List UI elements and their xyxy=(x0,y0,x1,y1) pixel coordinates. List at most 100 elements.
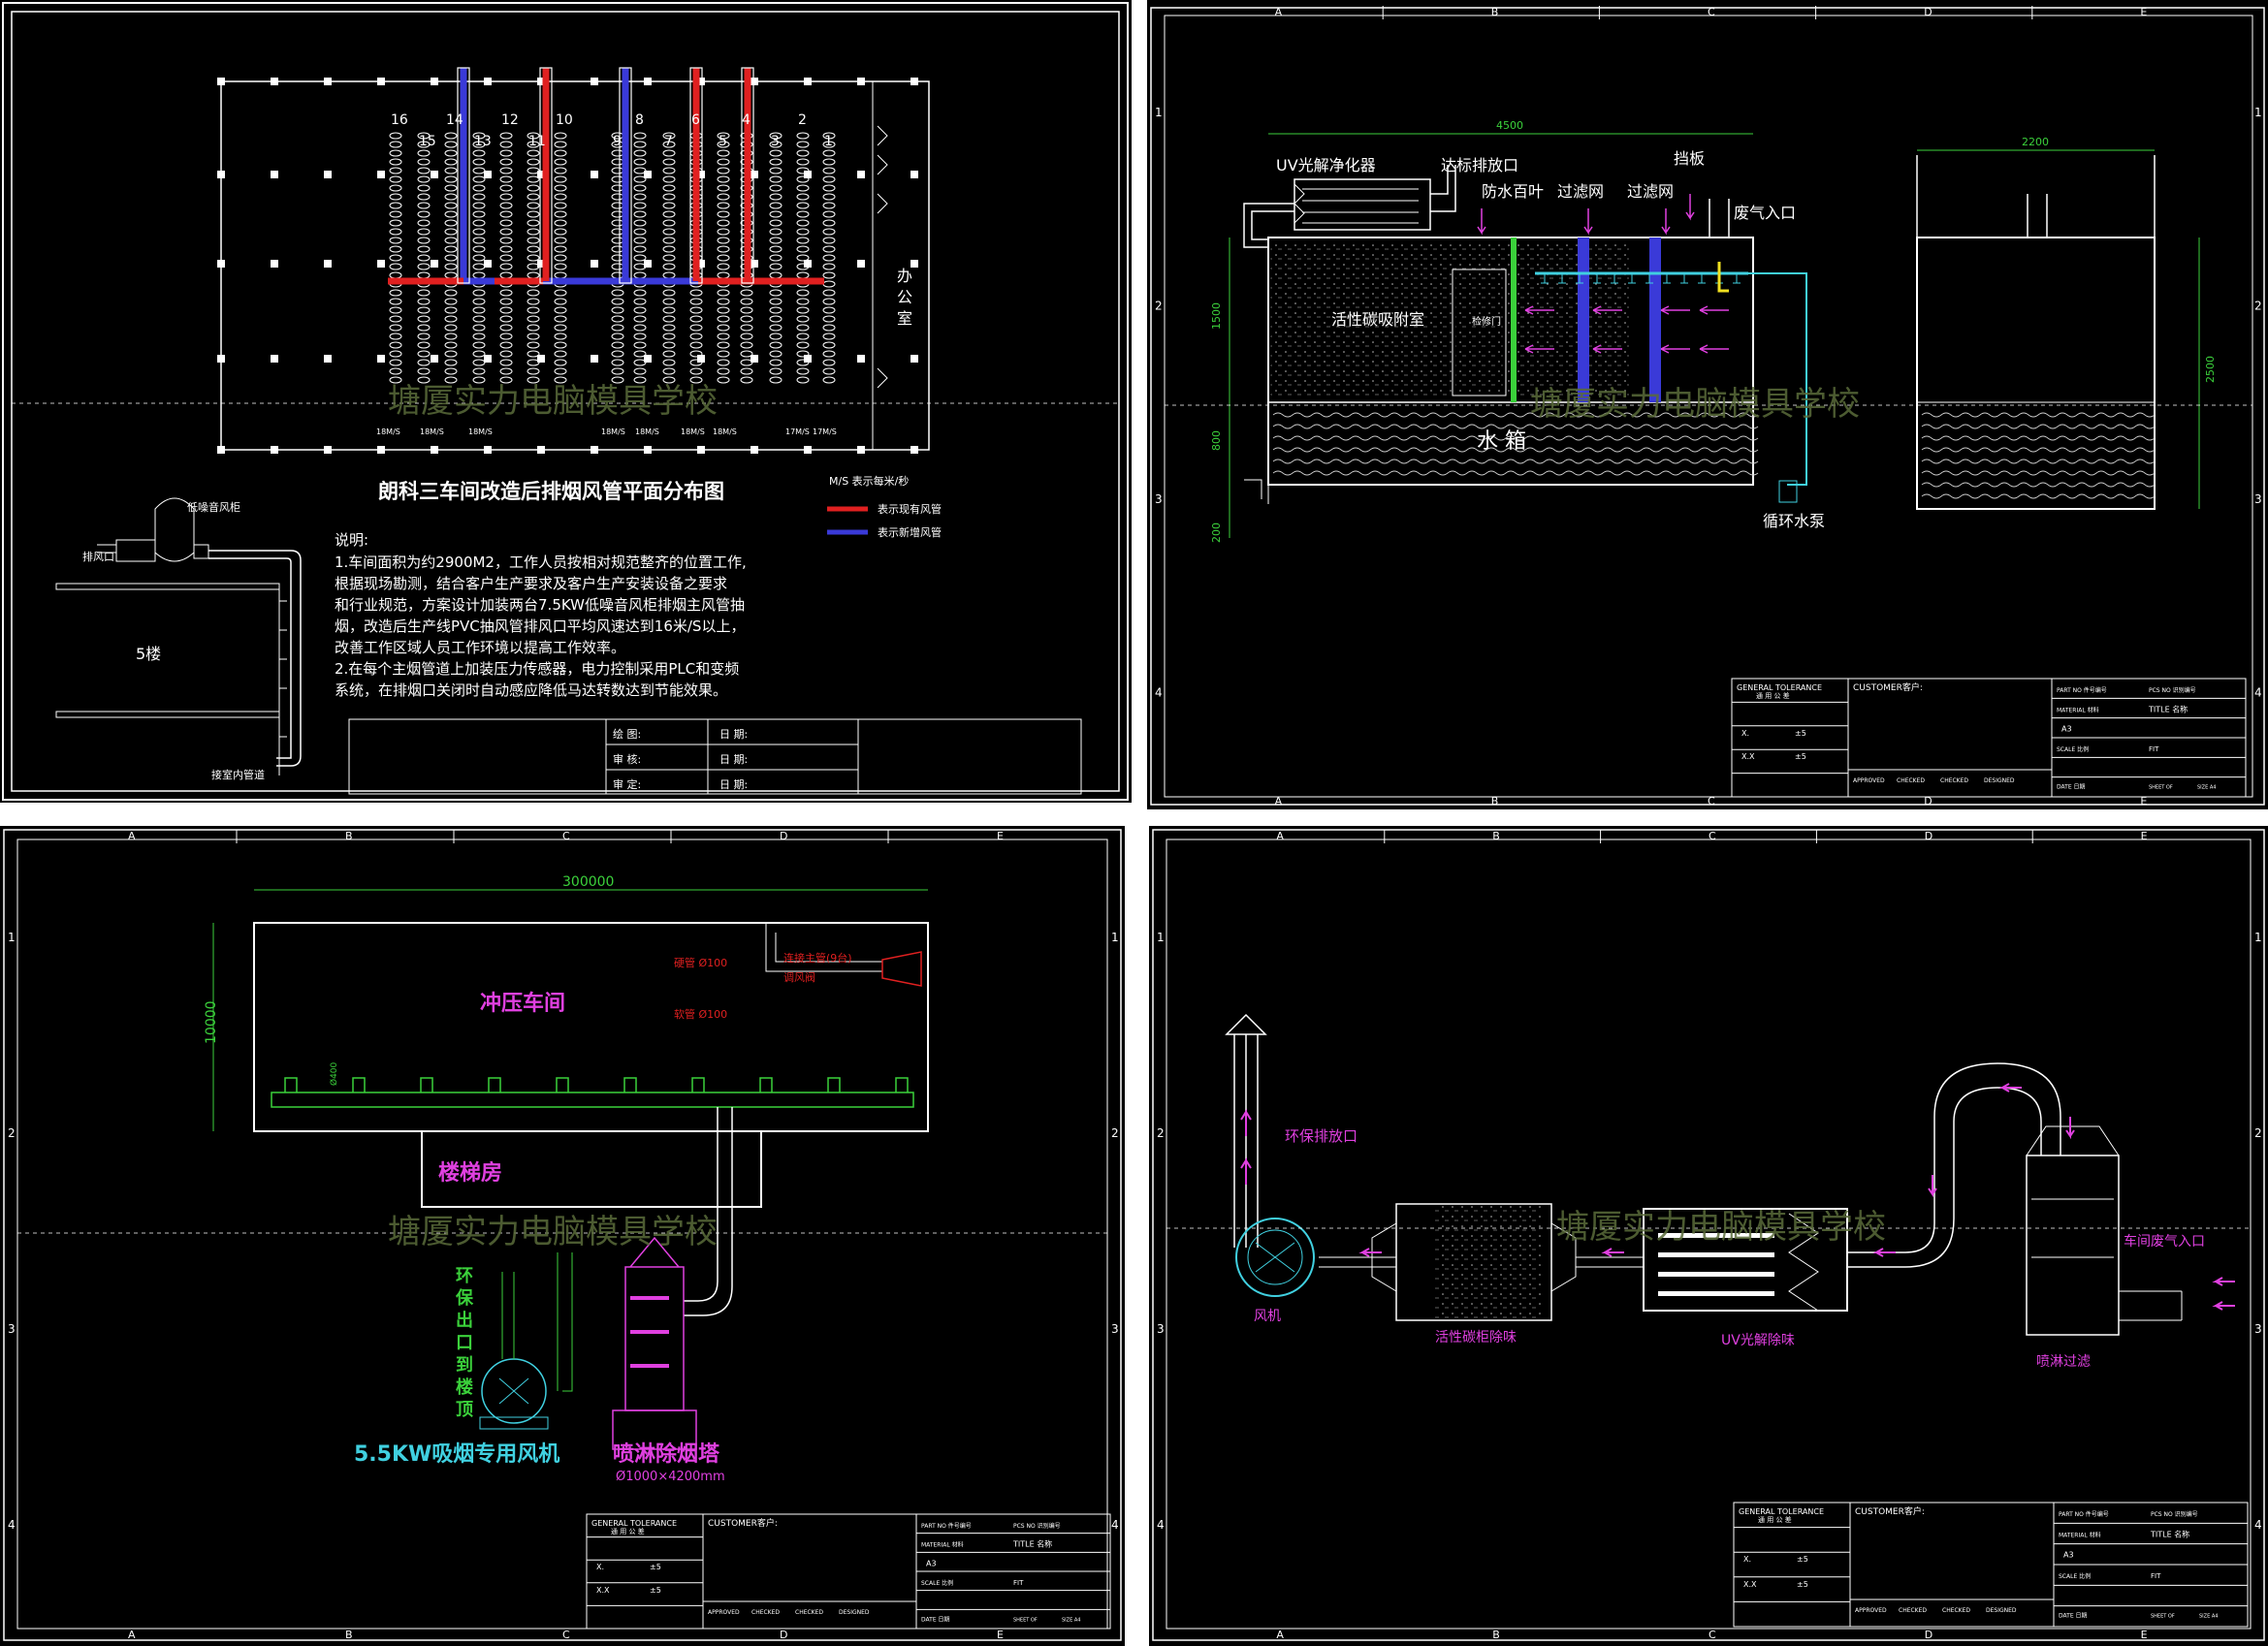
work-stations xyxy=(389,132,836,384)
title-block-text: 通 用 公 差 xyxy=(611,1527,645,1535)
grid-number: 2 xyxy=(8,1126,16,1140)
grid-number: 2 xyxy=(1155,299,1163,312)
grid-letter: D xyxy=(780,1629,787,1641)
title-block-text: SHEET OF xyxy=(1013,1617,1038,1623)
title-block-text: APPROVED xyxy=(708,1609,740,1616)
column-number: 9 xyxy=(613,134,622,149)
title-block-text: APPROVED xyxy=(1855,1607,1887,1614)
speed-label: 18M/S xyxy=(601,427,625,436)
column-number: 16 xyxy=(391,112,408,128)
label-uv: UV光解净化器 xyxy=(1276,156,1376,174)
grid-letter: A xyxy=(1275,795,1283,807)
signoff-date: 日 期: xyxy=(719,778,748,791)
grid-letter: A xyxy=(128,1629,136,1641)
watermark: 塘厦实力电脑模具学校 xyxy=(1530,385,1860,424)
title-block-text: CHECKED xyxy=(795,1609,823,1616)
dim-h2: 800 xyxy=(1210,430,1223,451)
title-block-text: MATERIAL 材料 xyxy=(921,1541,964,1549)
grid-letter: B xyxy=(1491,795,1499,807)
column-number: 5 xyxy=(719,134,727,149)
label-inlet: 废气入口 xyxy=(1734,204,1796,222)
title-block-text: 通 用 公 差 xyxy=(1756,691,1790,700)
title-block-text: ±5 xyxy=(1795,752,1806,761)
title-block-text: CHECKED xyxy=(1942,1607,1970,1614)
column-number: 8 xyxy=(635,112,644,128)
dim-width: 4500 xyxy=(1496,119,1523,132)
label-pump: 循环水泵 xyxy=(1763,512,1825,530)
grid-letter: D xyxy=(1924,795,1932,807)
dim-width: 300000 xyxy=(562,874,614,890)
title-block-text: PCS NO 识别编号 xyxy=(2149,686,2196,694)
column-posts xyxy=(217,78,918,454)
grid-letter: E xyxy=(2140,6,2147,18)
title-block-text: SIZE A4 xyxy=(1062,1617,1080,1623)
label-workshop: 冲压车间 xyxy=(480,991,565,1016)
grid-number: 4 xyxy=(2254,1518,2262,1532)
title-block-text: MATERIAL 材料 xyxy=(2059,1531,2101,1538)
dim-h4: 2500 xyxy=(2204,356,2217,383)
note-line: 改善工作区域人员工作环境以提高工作效率。 xyxy=(335,639,625,656)
spray-tower xyxy=(624,1266,685,1411)
note-line: 系统，在排烟口关闭时自动感应降低马达转数达到节能效果。 xyxy=(335,681,727,699)
column-number: 15 xyxy=(419,134,436,149)
title-block-text: CHECKED xyxy=(1899,1607,1927,1614)
grid-letter: A xyxy=(1276,1629,1284,1641)
speed-label: 18M/S xyxy=(420,427,444,436)
label-hard-pipe: 硬管 Ø100 xyxy=(674,956,727,969)
title-block-text: CHECKED xyxy=(1940,777,1968,784)
grid-letter: D xyxy=(1925,1629,1933,1641)
title-block-text: PART NO 件号编号 xyxy=(2059,1510,2109,1518)
grid-letter: C xyxy=(1709,1629,1716,1641)
notes: 1.车间面积为约2900M2，工作人员按相对规范整齐的位置工作, 根据现场勘测，结… xyxy=(335,554,747,699)
column-number: 11 xyxy=(528,134,546,149)
title-block-text: X. xyxy=(1743,1555,1751,1564)
column-number: 7 xyxy=(664,134,673,149)
grid-number: 1 xyxy=(2254,106,2262,119)
title-block-text: GENERAL TOLERANCE xyxy=(1737,683,1822,692)
grid-number: 3 xyxy=(1111,1322,1119,1336)
fan xyxy=(1235,1218,1315,1297)
title-block-text: PART NO 件号编号 xyxy=(921,1522,972,1530)
office-char: 室 xyxy=(897,309,912,328)
side-inlet-label: 排风口 xyxy=(82,550,114,563)
label-louver: 防水百叶 xyxy=(1482,182,1544,201)
grid-letter: E xyxy=(2141,830,2148,842)
title-block-text: DESIGNED xyxy=(1986,1607,2017,1614)
title-block-text: GENERAL TOLERANCE xyxy=(1739,1507,1824,1516)
duct-outlines xyxy=(457,67,754,284)
grid-letter: E xyxy=(2141,1629,2148,1641)
grid-number: 4 xyxy=(8,1518,16,1532)
speed-label: 18M/S xyxy=(681,427,705,436)
grid-letter: C xyxy=(562,830,570,842)
grid-number: 1 xyxy=(1157,931,1165,944)
note-line: 1.车间面积为约2900M2，工作人员按相对规范整齐的位置工作, xyxy=(335,554,747,571)
dim-diameter: Ø400 xyxy=(329,1061,339,1086)
title-block-text: TITLE 名称 xyxy=(1012,1539,1052,1549)
title-block-text: SIZE A4 xyxy=(2197,785,2216,791)
grid-letter: E xyxy=(997,1629,1004,1641)
uv-box xyxy=(1643,1208,1848,1312)
title-block-text: ±5 xyxy=(1795,729,1806,738)
label-filter1: 过滤网 xyxy=(1557,182,1604,201)
note-line: 根据现场勘测，结合客户生产要求及客户生产安装设备之要求 xyxy=(335,575,727,592)
note-line: 2.在每个主烟管道上加装压力传感器，电力控制采用PLC和变频 xyxy=(335,660,739,678)
grid-letter: C xyxy=(1708,6,1715,18)
flow-arrows xyxy=(1240,1083,2235,1311)
title-block-text: SCALE 比例 xyxy=(2057,745,2089,753)
title-block-text: GENERAL TOLERANCE xyxy=(591,1519,677,1528)
dim-h1: 1500 xyxy=(1210,302,1223,330)
label-filter2: 过滤网 xyxy=(1627,182,1674,201)
grid-number: 2 xyxy=(1157,1126,1165,1140)
label-door: 检修门 xyxy=(1472,315,1501,328)
grid-letter: A xyxy=(128,830,136,842)
title-block-text: SHEET OF xyxy=(2151,1614,2175,1620)
label-carbon: 活性碳吸附室 xyxy=(1331,310,1424,329)
grid-number: 4 xyxy=(1157,1518,1165,1532)
grid-letter: A xyxy=(1276,830,1284,842)
title-block-text: SCALE 比例 xyxy=(921,1579,953,1587)
title-block-text: MATERIAL 材料 xyxy=(2057,706,2099,713)
title-block-text: X.X xyxy=(596,1586,610,1595)
